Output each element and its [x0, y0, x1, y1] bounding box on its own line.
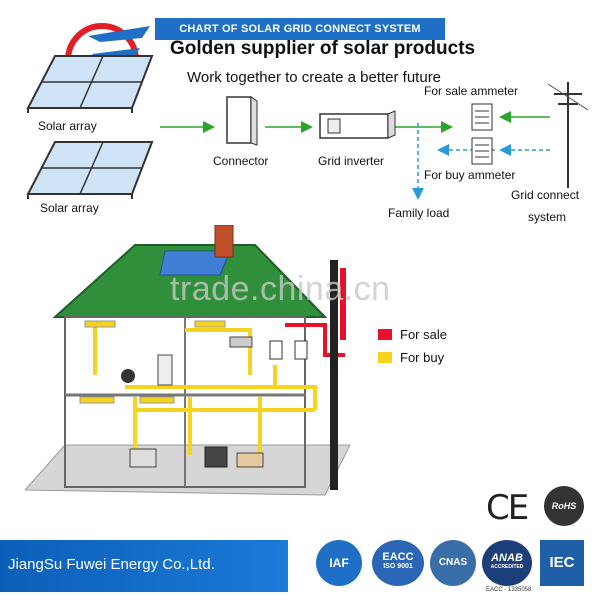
eacc-icon: EACC ISO 9001: [372, 540, 424, 586]
for-sale-ammeter-label: For sale ammeter: [424, 84, 519, 98]
anab-icon: ANAB ACCREDITED: [482, 540, 532, 586]
subline: Work together to create a better future: [187, 69, 442, 86]
headline: Golden supplier of solar products: [170, 38, 476, 59]
connector-icon: [226, 96, 258, 146]
cnas-label: CNAS: [438, 557, 468, 568]
appliance-icon: [157, 354, 173, 386]
chimney-icon: [214, 225, 234, 258]
iaf-icon: IAF: [316, 540, 362, 586]
ammeter-icon: [471, 137, 493, 165]
chart-banner: CHART OF SOLAR GRID CONNECT SYSTEM: [155, 18, 445, 40]
legend-for-buy: For buy: [400, 350, 445, 365]
utility-pole-icon: [548, 82, 588, 188]
rohs-label: RoHS: [551, 501, 577, 511]
appliance-icon: [204, 446, 228, 468]
solar-array-label-2: Solar array: [40, 201, 99, 215]
inverter-icon: [319, 110, 396, 139]
appliance-icon: [236, 452, 264, 468]
anab-sub-label: ACCREDITED: [490, 564, 524, 570]
appliance-icon: [229, 336, 253, 348]
ce-mark-icon: CE: [486, 488, 529, 528]
legend-for-sale: For sale: [400, 327, 447, 342]
utility-pole-icon: [330, 260, 338, 490]
rohs-icon: RoHS: [544, 486, 584, 526]
iso-label: ISO 9001: [383, 563, 413, 570]
solar-panel-icon: [26, 141, 154, 199]
company-name: JiangSu Fuwei Energy Co.,Ltd.: [8, 556, 215, 573]
house-icon: [25, 225, 351, 496]
legend-swatch-buy: [378, 352, 392, 363]
appliance-icon: [121, 369, 135, 383]
ammeter-icon: [471, 103, 493, 131]
footer-bar: [0, 540, 288, 592]
utility-pole-icon: [340, 268, 346, 340]
connector-label: Connector: [213, 154, 269, 168]
iec-icon: IEC: [540, 540, 584, 586]
iaf-label: IAF: [329, 556, 349, 570]
flow-diagram: [160, 111, 550, 200]
watermark: trade.china.cn: [170, 270, 391, 308]
iec-label: IEC: [549, 554, 575, 571]
grid-inverter-label: Grid inverter: [318, 154, 385, 168]
grid-connect-label-1: Grid connect: [511, 188, 580, 202]
family-load-label: Family load: [388, 206, 450, 220]
appliance-icon: [129, 448, 157, 468]
legend-swatch-sale: [378, 329, 392, 340]
solar-panel-icon: [26, 55, 154, 113]
eacc-code-label: EACC - 1335058: [486, 587, 532, 593]
for-buy-ammeter-label: For buy ammeter: [424, 168, 516, 182]
anab-label: ANAB: [491, 552, 523, 564]
solar-array-label-1: Solar array: [38, 119, 97, 133]
grid-connect-label-2: system: [528, 210, 567, 224]
cnas-icon: CNAS: [430, 540, 476, 586]
eacc-label: EACC: [382, 551, 414, 563]
